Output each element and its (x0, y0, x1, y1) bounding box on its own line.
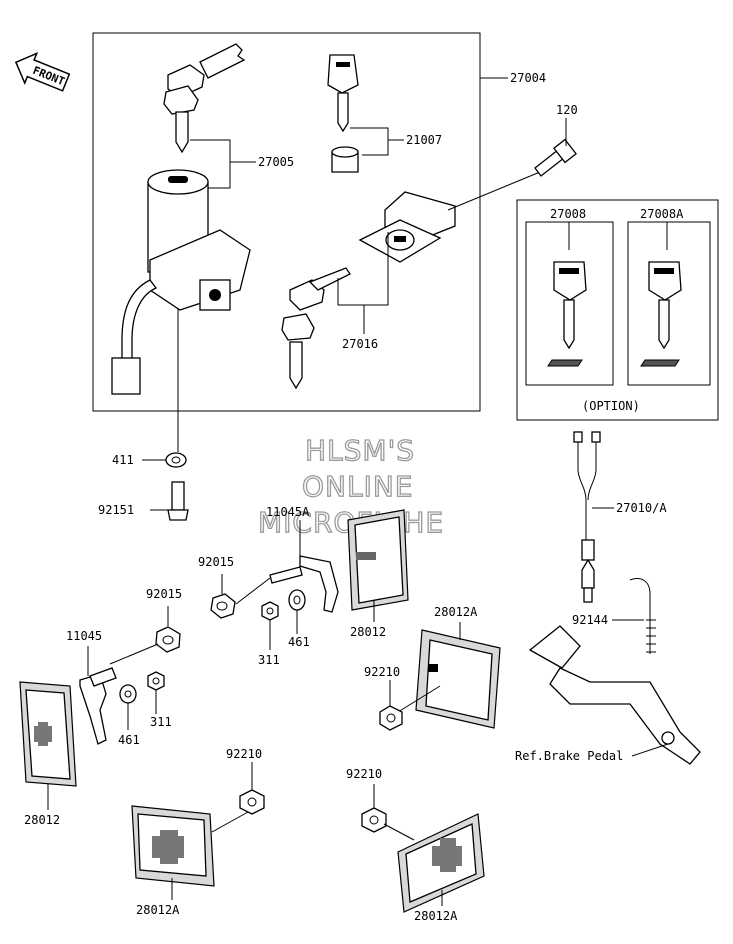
nut-92015-upper (210, 593, 236, 619)
label-311-upper: 311 (258, 653, 280, 667)
label-311-lower: 311 (150, 715, 172, 729)
label-461-upper: 461 (288, 635, 310, 649)
label-92210-middle: 92210 (364, 665, 400, 679)
watermark-line-2: ONLINE (302, 470, 413, 503)
key-21007 (327, 54, 359, 133)
brake-pedal (528, 625, 701, 765)
label-92151: 92151 (98, 503, 134, 517)
label-11045A: 11045A (266, 505, 310, 519)
seat-lock (358, 191, 456, 263)
reflector-28012A-middle (415, 629, 501, 729)
wire-27010A (573, 431, 601, 603)
label-27008: 27008 (550, 207, 586, 221)
key-pair-seat-lock (281, 267, 351, 390)
washer-461-lower (119, 684, 137, 704)
nut-92015-lower (155, 626, 181, 653)
reflector-28012A-bottom-right (397, 813, 485, 913)
nut-92210-bottom-left (239, 789, 265, 815)
label-28012A-bottom-left: 28012A (136, 903, 180, 917)
label-27010A: 27010/A (616, 501, 667, 515)
label-461-lower: 461 (118, 733, 140, 747)
option-box (516, 199, 719, 421)
label-92144: 92144 (572, 613, 608, 627)
ignition-set-box (92, 32, 481, 412)
bracket-11045 (79, 667, 117, 745)
watermark-line-1: HLSM'S (305, 434, 415, 467)
label-411: 411 (112, 453, 134, 467)
reflector-28012A-bottom-left (131, 805, 215, 887)
label-27005: 27005 (258, 155, 294, 169)
option-key-27008 (547, 261, 587, 367)
label-28012-left: 28012 (24, 813, 60, 827)
washer-461-upper (288, 589, 306, 611)
bolt-92151 (167, 481, 189, 521)
lock-cylinder-21007 (331, 146, 359, 173)
reflector-28012-left (19, 681, 77, 787)
label-28012A-bottom-right: 28012A (414, 909, 458, 923)
nut-311-lower (147, 671, 165, 691)
label-92210-bottom-right: 92210 (346, 767, 382, 781)
option-key-27008A-panel (627, 221, 711, 386)
nut-92210-bottom-right (361, 807, 387, 833)
nut-311-upper (261, 601, 279, 621)
label-28012-upper: 28012 (350, 625, 386, 639)
label-28012A-middle: 28012A (434, 605, 478, 619)
front-arrow: FRONT (14, 52, 71, 92)
label-ref-brake-pedal: Ref.Brake Pedal (515, 749, 623, 763)
reflector-28012-upper (347, 509, 409, 611)
ignition-switch (111, 169, 251, 395)
label-11045: 11045 (66, 629, 102, 643)
nut-92210-middle (379, 705, 403, 731)
label-92210-bottom-left: 92210 (226, 747, 262, 761)
label-92015-lower: 92015 (146, 587, 182, 601)
bolt-120 (534, 138, 577, 177)
label-21007: 21007 (406, 133, 442, 147)
label-27004: 27004 (510, 71, 546, 85)
label-27016: 27016 (342, 337, 378, 351)
bracket-11045A (269, 555, 339, 613)
label-92015-upper: 92015 (198, 555, 234, 569)
label-27008A: 27008A (640, 207, 684, 221)
option-key-27008A (640, 261, 682, 367)
label-120: 120 (556, 103, 578, 117)
key-pair-ignition (163, 43, 246, 154)
option-label: (OPTION) (582, 399, 640, 413)
spring-92144 (629, 578, 656, 654)
